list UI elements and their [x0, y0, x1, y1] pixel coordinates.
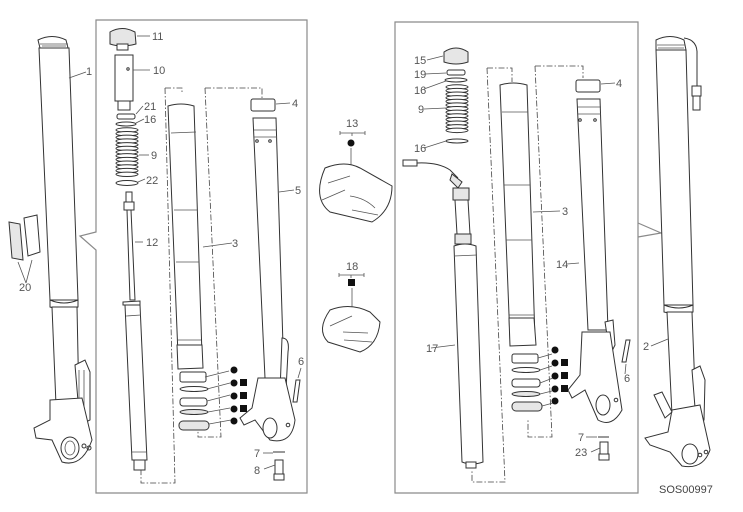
washer-19: [446, 69, 466, 76]
left-detail-frame: [78, 19, 308, 494]
callout-3-left: 3: [232, 238, 238, 250]
right-fork-leg: [644, 36, 711, 468]
decal-sheets: [8, 214, 41, 284]
top-cap-15: [443, 47, 469, 65]
marker-circle: [230, 379, 238, 387]
callout-1: 1: [86, 66, 92, 78]
pin-6-left: [292, 379, 301, 403]
spring-9-right: [445, 84, 469, 134]
callout-11: 11: [152, 31, 163, 43]
dash-line-outer-tube-right: [527, 65, 584, 438]
right-detail-frame: [394, 21, 639, 494]
callout-6-right: 6: [624, 373, 630, 385]
marker-square: [561, 359, 568, 366]
callout-4-left: 4: [292, 98, 298, 110]
marker-circle: [230, 417, 238, 425]
callout-12: 12: [146, 237, 158, 249]
callout-3-right: 3: [562, 206, 568, 218]
marker-circle: [230, 366, 238, 374]
left-fork-leg: [33, 36, 93, 464]
callout-7-right: 7: [578, 432, 584, 444]
callout-23: 23: [575, 447, 587, 459]
callout-15: 15: [414, 55, 426, 67]
spring-9: [115, 127, 139, 178]
callout-10: 10: [153, 65, 165, 77]
marker-circle: [551, 372, 559, 380]
dash-line-inner-tube-right: [471, 67, 513, 483]
callout-20: 20: [19, 282, 31, 294]
callout-16-lower: 16: [414, 143, 426, 155]
callout-22: 22: [146, 175, 158, 187]
damper-rod-12: [122, 191, 148, 471]
marker-square: [240, 392, 247, 399]
spring-coil: [115, 171, 139, 178]
bushing-4-right: [575, 79, 601, 93]
leader-lines: [68, 35, 669, 470]
callout-21: 21: [144, 101, 156, 113]
callout-6-left: 6: [298, 356, 304, 368]
top-cap-11: [109, 28, 137, 51]
callout-14: 14: [556, 259, 568, 271]
spring-coil: [445, 127, 469, 134]
callout-5: 5: [295, 185, 301, 197]
seal-kit-13: [319, 131, 393, 223]
callout-19: 19: [414, 69, 426, 81]
inner-tube-3-left: [167, 103, 204, 370]
seal-kit-18: [322, 273, 381, 353]
ring-22: [115, 180, 139, 186]
marker-circle: [230, 405, 238, 413]
callout-2: 2: [643, 341, 649, 353]
callout-8: 8: [254, 465, 260, 477]
outer-tube-14: [567, 98, 623, 423]
dash-line-outer-tube-left: [197, 87, 263, 438]
callout-18: 18: [346, 261, 358, 273]
callout-16: 16: [144, 114, 156, 126]
marker-square: [561, 385, 568, 392]
seal-markers-left: [230, 366, 247, 425]
dash-line-inner-tube-left: [140, 87, 183, 484]
washer-21: [116, 113, 136, 120]
marker-circle: [551, 397, 559, 405]
screw-23: [598, 441, 610, 461]
ring-16-lower: [445, 138, 469, 144]
marker-square: [240, 379, 247, 386]
marker-square: [240, 405, 247, 412]
seal-stack-left: [178, 371, 210, 431]
callout-7-left: 7: [254, 448, 260, 460]
screw-8: [273, 459, 285, 481]
spacer-tube-10: [114, 54, 134, 111]
ring-16-upper: [444, 77, 468, 83]
pin-6-right: [621, 339, 631, 363]
bushing-4-left: [250, 98, 276, 112]
marker-square: [561, 372, 568, 379]
callout-9-right: 9: [418, 104, 424, 116]
marker-circle: [551, 359, 559, 367]
seal-stack-right: [511, 353, 543, 412]
drawing-code: SOS00997: [659, 484, 713, 496]
ring-16: [115, 121, 137, 127]
callout-9: 9: [151, 150, 157, 162]
marker-circle: [551, 346, 559, 354]
cartridge-17: [402, 159, 484, 469]
outer-tube-5: [239, 117, 296, 442]
callout-13: 13: [346, 118, 358, 130]
callout-16-upper: 16: [414, 85, 426, 97]
inner-tube-3-right: [499, 82, 537, 347]
seal-markers-right: [551, 346, 568, 405]
callout-17: 17: [426, 343, 438, 355]
right-frame-pointer: [637, 222, 664, 238]
marker-circle: [230, 392, 238, 400]
callout-4-right: 4: [616, 78, 622, 90]
marker-circle: [551, 385, 559, 393]
